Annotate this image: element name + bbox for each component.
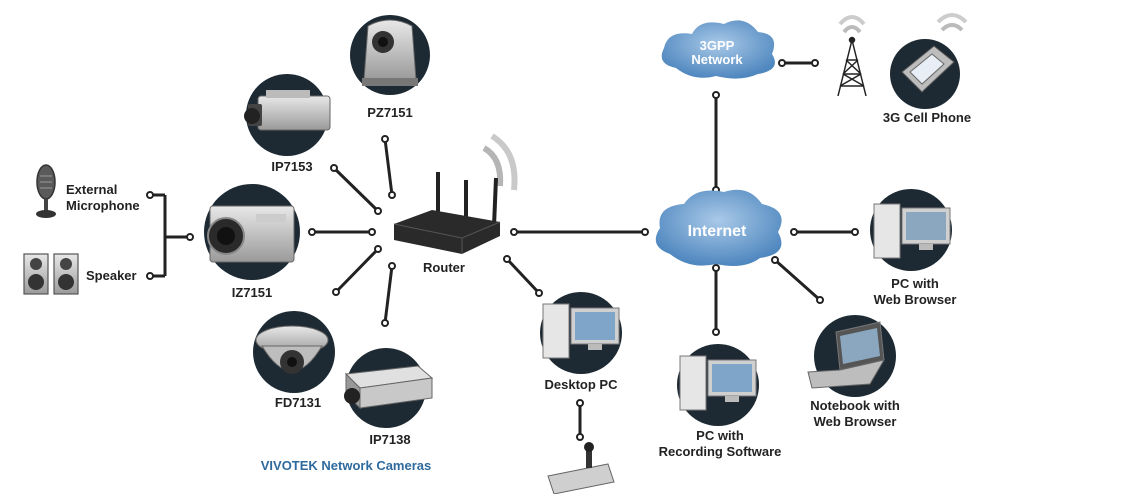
label-iz7151: IZ7151 [231, 285, 273, 300]
iz7151-camera-icon [204, 184, 300, 280]
microphone-icon [36, 164, 56, 218]
pc-web-browser-icon [870, 189, 952, 271]
label-pz7151: PZ7151 [367, 105, 413, 120]
label-fd7131: FD7131 [274, 395, 322, 410]
label-external-microphone: External Microphone [66, 182, 140, 213]
label-3g-cell-phone: 3G Cell Phone [882, 110, 972, 125]
3gpp-network-cloud [661, 20, 775, 79]
ip7153-camera-icon [244, 74, 331, 156]
connector-dots [146, 59, 859, 441]
cell-phone-icon [890, 13, 968, 109]
connector-lines [150, 61, 855, 437]
caption-vivotek-network-cameras: VIVOTEK Network Cameras [260, 458, 432, 473]
desktop-pc-icon [540, 292, 622, 374]
router-icon [393, 133, 518, 254]
label-ip7153: IP7153 [271, 159, 313, 174]
pc-recording-software-icon [677, 344, 759, 426]
radio-tower-icon [837, 15, 867, 97]
label-desktop-pc: Desktop PC [544, 377, 618, 392]
label-pc-web-browser: PC with Web Browser [873, 276, 957, 307]
speaker-icon [23, 253, 79, 295]
ip7138-camera-icon [344, 348, 434, 428]
notebook-icon [807, 315, 896, 397]
internet-cloud [655, 189, 782, 266]
label-internet: Internet [687, 223, 747, 240]
label-pc-recording-software: PC with Recording Software [658, 428, 782, 459]
label-ip7138: IP7138 [369, 432, 411, 447]
label-speaker: Speaker [86, 268, 137, 283]
keyboard-controller-icon [547, 442, 615, 494]
pz7151-camera-icon [350, 15, 430, 95]
label-notebook-web-browser: Notebook with Web Browser [810, 398, 900, 429]
label-router: Router [423, 260, 465, 275]
fd7131-camera-icon [253, 311, 335, 393]
label-3gpp-network: 3GPP Network [691, 38, 743, 67]
